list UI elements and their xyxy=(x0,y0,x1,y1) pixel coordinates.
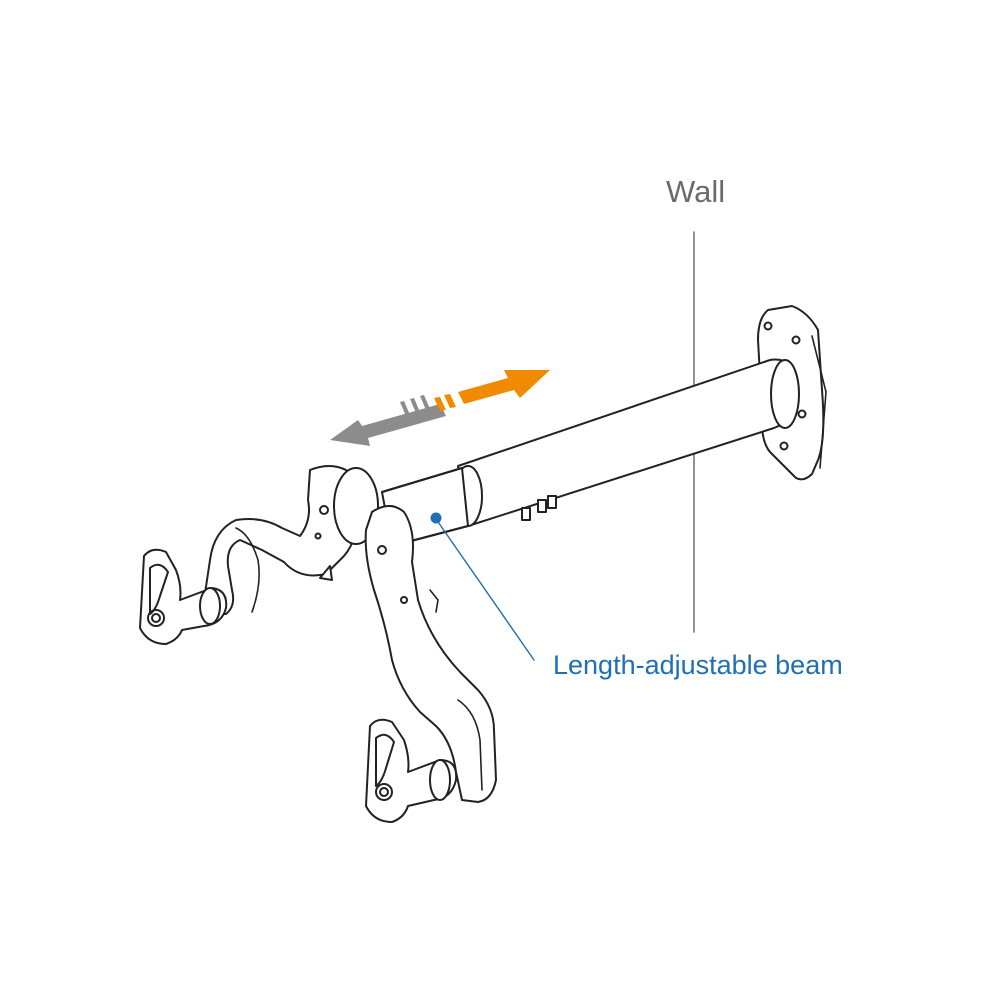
arrow-left-icon xyxy=(330,404,446,446)
beam-label: Length-adjustable beam xyxy=(553,650,843,680)
dot-marker-icon xyxy=(430,512,442,524)
adjustment-direction-arrows xyxy=(330,370,550,446)
arrow-right-icon xyxy=(458,370,550,404)
front-arm xyxy=(364,505,497,803)
beam-callout xyxy=(430,512,535,661)
rear-hook xyxy=(139,548,228,645)
outer-beam-tube xyxy=(453,358,800,527)
callout-leader-line xyxy=(435,518,535,661)
grey-stripes xyxy=(400,395,430,416)
adjustment-bolts xyxy=(521,495,557,521)
front-hook xyxy=(365,718,458,823)
wall-label: Wall xyxy=(666,174,726,209)
orange-stripes xyxy=(434,394,456,411)
